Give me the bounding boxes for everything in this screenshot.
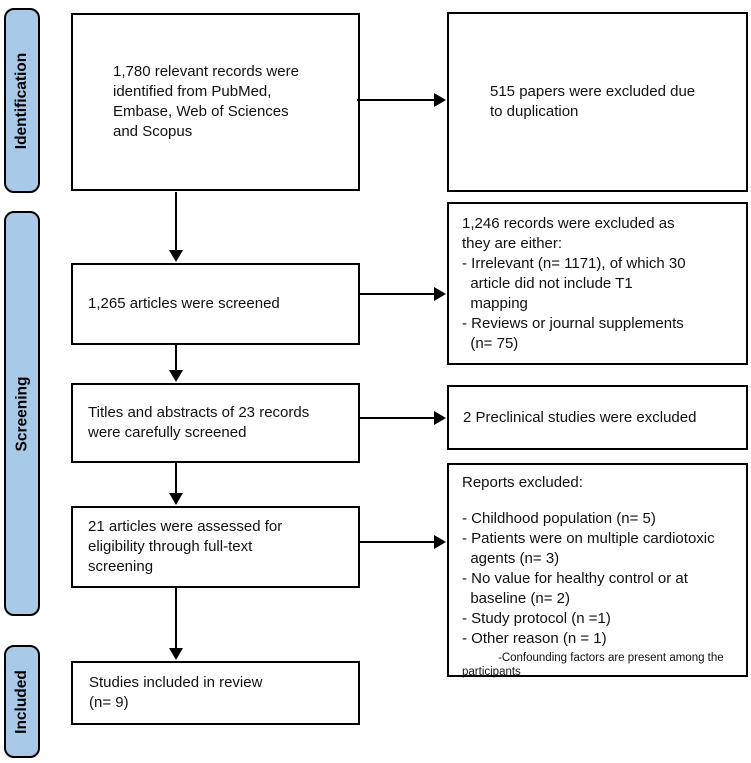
arrow-head-right-icon: [434, 93, 446, 107]
arrow-head-down-icon: [169, 493, 183, 505]
box-studies-included-text: Studies included in review (n= 9): [89, 674, 263, 711]
box-records-identified: 1,780 relevant records were identified f…: [71, 13, 360, 191]
arrow-line: [360, 541, 434, 543]
arrow-line: [175, 588, 177, 648]
arrow-to-preclinical-excluded: [360, 411, 446, 425]
arrow-line: [360, 417, 434, 419]
box-reports-excluded-items: - Childhood population (n= 5) - Patients…: [462, 510, 715, 647]
box-studies-included: Studies included in review (n= 9): [71, 661, 360, 725]
box-records-excluded: 1,246 records were excluded as they are …: [447, 202, 748, 365]
box-preclinical-excluded: 2 Preclinical studies were excluded: [447, 385, 748, 450]
stage-identification: Identification: [4, 8, 40, 193]
arrow-identified-to-screened: [169, 192, 183, 262]
box-reports-excluded: Reports excluded: - Childhood population…: [447, 463, 748, 679]
arrow-line: [357, 99, 434, 101]
arrow-head-down-icon: [169, 648, 183, 660]
arrow-head-down-icon: [169, 250, 183, 262]
box-articles-screened-text: 1,265 articles were screened: [88, 295, 280, 312]
arrow-to-records-excluded: [358, 287, 446, 301]
box-reports-excluded-content: Reports excluded: - Childhood population…: [462, 473, 724, 679]
box-fulltext-eligibility-text: 21 articles were assessed for eligibilit…: [88, 518, 283, 575]
arrow-head-right-icon: [434, 535, 446, 549]
stage-screening: Screening: [4, 211, 40, 616]
box-records-excluded-text: 1,246 records were excluded as they are …: [462, 214, 686, 352]
box-fulltext-eligibility: 21 articles were assessed for eligibilit…: [71, 506, 360, 588]
box-records-identified-text: 1,780 relevant records were identified f…: [113, 63, 299, 140]
box-duplicates-excluded-text: 515 papers were excluded due to duplicat…: [490, 83, 696, 120]
arrow-abstracts-to-eligibility: [169, 463, 183, 505]
arrow-line: [175, 463, 177, 493]
stage-included-label: Included: [13, 669, 31, 734]
arrow-to-reports-excluded: [360, 535, 446, 549]
box-reports-excluded-footnote: -Confounding factors are present among t…: [462, 652, 724, 678]
arrow-to-duplicates-excluded: [357, 93, 446, 107]
arrow-line: [358, 293, 434, 295]
arrow-line: [175, 192, 177, 250]
arrow-eligibility-to-included: [169, 588, 183, 660]
box-preclinical-excluded-text: 2 Preclinical studies were excluded: [463, 408, 697, 426]
box-articles-screened: 1,265 articles were screened: [71, 263, 360, 345]
stage-included: Included: [4, 645, 40, 758]
stage-screening-label: Screening: [13, 376, 31, 451]
box-reports-excluded-title: Reports excluded:: [462, 474, 583, 491]
arrow-head-down-icon: [169, 370, 183, 382]
box-duplicates-excluded: 515 papers were excluded due to duplicat…: [447, 12, 748, 192]
arrow-head-right-icon: [434, 411, 446, 425]
box-titles-abstracts-screened: Titles and abstracts of 23 records were …: [71, 383, 360, 463]
arrow-head-right-icon: [434, 287, 446, 301]
box-titles-abstracts-screened-text: Titles and abstracts of 23 records were …: [88, 404, 310, 441]
stage-identification-label: Identification: [13, 52, 31, 149]
arrow-line: [175, 345, 177, 370]
arrow-screened-to-abstracts: [169, 345, 183, 382]
